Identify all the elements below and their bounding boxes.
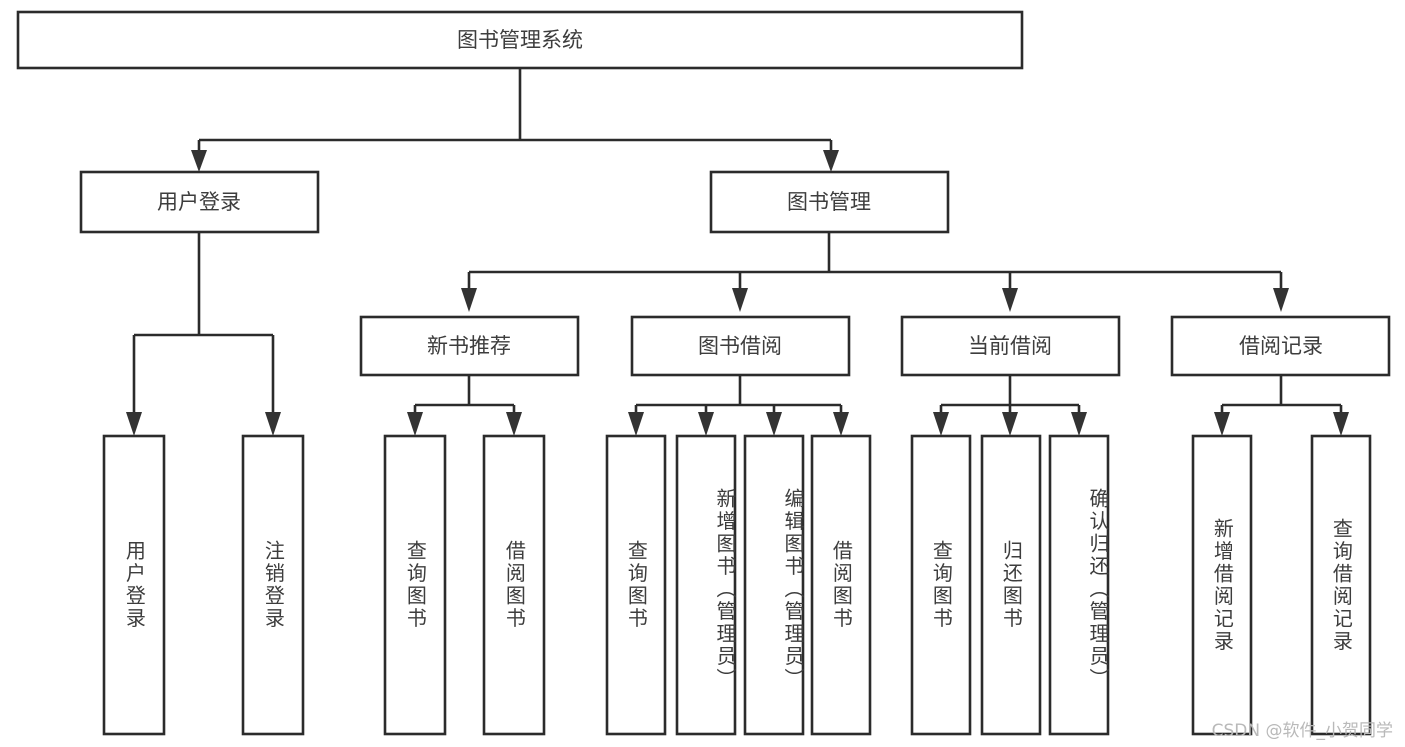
node-book-management[interactable]: 图书管理 bbox=[709, 170, 950, 234]
leaf-box-book-borrow-2[interactable] bbox=[743, 434, 805, 736]
leaf-box-borrow-record-0[interactable] bbox=[1191, 434, 1253, 736]
node-user-login-label: 用户登录 bbox=[157, 190, 241, 214]
connector-group-root bbox=[191, 68, 839, 172]
node-book-management-box[interactable] bbox=[709, 170, 950, 234]
node-new-book-recommend-box[interactable] bbox=[359, 315, 580, 377]
leaf-box-book-borrow-3[interactable] bbox=[810, 434, 872, 736]
node-user-login-box[interactable] bbox=[79, 170, 320, 234]
node-current-borrow-label: 当前借阅 bbox=[968, 334, 1052, 358]
leaf-box-new-book-1[interactable] bbox=[482, 434, 546, 736]
leaf-box-book-borrow-0[interactable] bbox=[605, 434, 667, 736]
leaf-box-new-book-0[interactable] bbox=[383, 434, 447, 736]
node-current-borrow-box[interactable] bbox=[900, 315, 1121, 377]
connector-group-book-borrow bbox=[628, 375, 849, 436]
leaf-box-borrow-record-1[interactable] bbox=[1310, 434, 1372, 736]
leaf-box-current-borrow-0[interactable] bbox=[910, 434, 972, 736]
node-borrow-record-box[interactable] bbox=[1170, 315, 1391, 377]
connector-group-book-management bbox=[461, 232, 1289, 312]
leaf-box-user-login-1[interactable] bbox=[241, 434, 305, 736]
csdn-watermark: CSDN @软件_小贺同学 bbox=[1211, 721, 1393, 741]
node-book-borrow-label: 图书借阅 bbox=[698, 334, 782, 358]
node-user-login[interactable]: 用户登录 bbox=[79, 170, 320, 234]
node-new-book-recommend-label: 新书推荐 bbox=[427, 334, 511, 358]
node-book-borrow-box[interactable] bbox=[630, 315, 851, 377]
leaf-box-current-borrow-2[interactable] bbox=[1048, 434, 1110, 736]
leaf-box-current-borrow-1[interactable] bbox=[980, 434, 1042, 736]
leaf-box-book-borrow-1[interactable] bbox=[675, 434, 737, 736]
node-root-system-label: 图书管理系统 bbox=[457, 28, 583, 52]
connector-group-current-borrow bbox=[933, 375, 1087, 436]
leaf-box-user-login-0[interactable] bbox=[102, 434, 166, 736]
node-book-management-label: 图书管理 bbox=[787, 190, 871, 214]
connector-group-borrow-record bbox=[1214, 375, 1349, 436]
node-root-system-box[interactable] bbox=[16, 10, 1024, 70]
node-current-borrow[interactable]: 当前借阅 bbox=[900, 315, 1121, 377]
node-root-system[interactable]: 图书管理系统 bbox=[16, 10, 1024, 70]
node-borrow-record[interactable]: 借阅记录 bbox=[1170, 315, 1391, 377]
node-borrow-record-label: 借阅记录 bbox=[1239, 334, 1323, 358]
connector-group-new-book bbox=[407, 375, 522, 436]
node-new-book-recommend[interactable]: 新书推荐 bbox=[359, 315, 580, 377]
node-book-borrow[interactable]: 图书借阅 bbox=[630, 315, 851, 377]
connector-group-user-login bbox=[126, 232, 281, 436]
